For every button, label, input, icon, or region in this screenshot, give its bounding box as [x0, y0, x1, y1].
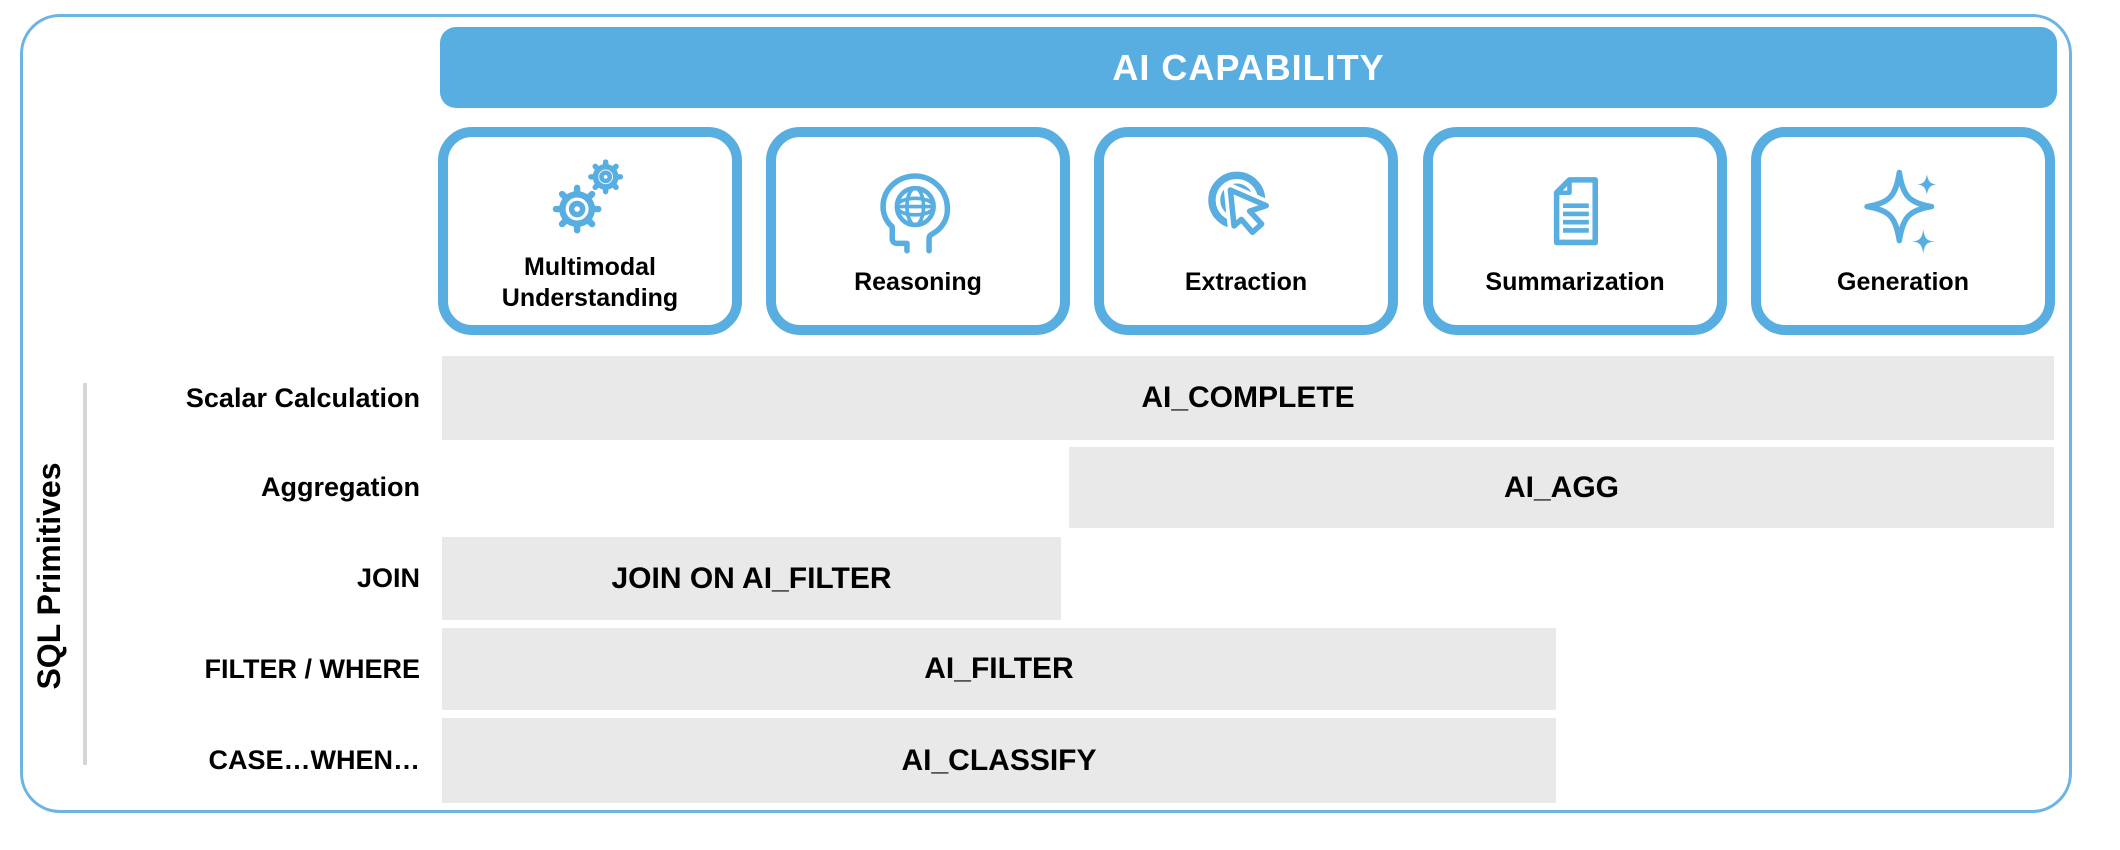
document-icon — [1529, 163, 1621, 259]
bar-ai-agg: AI_AGG — [1069, 447, 2054, 528]
gears-icon — [544, 148, 636, 244]
bar-ai-classify: AI_CLASSIFY — [442, 718, 1556, 803]
capability-label: Reasoning — [854, 268, 982, 297]
capability-card-extraction: Extraction — [1094, 127, 1398, 335]
bar-ai-filter: AI_FILTER — [442, 628, 1556, 710]
row-label-case-when: CASE…WHEN… — [208, 745, 420, 775]
sql-primitives-axis-label: SQL Primitives — [30, 462, 67, 690]
capability-card-generation: Generation — [1751, 127, 2055, 335]
row-label-aggregation: Aggregation — [261, 472, 420, 502]
capability-label: Generation — [1837, 268, 1969, 297]
ai-capability-header: AI CAPABILITY — [440, 27, 2057, 108]
row-label-scalar-calculation: Scalar Calculation — [185, 382, 420, 413]
row-label-join: JOIN — [356, 563, 420, 593]
cursor-click-icon — [1200, 163, 1292, 259]
bar-ai-complete: AI_COMPLETE — [442, 356, 2054, 440]
capability-card-reasoning: Reasoning — [766, 127, 1070, 335]
capability-card-multimodal-understanding: Multimodal Understanding — [438, 127, 742, 335]
capability-card-summarization: Summarization — [1423, 127, 1727, 335]
head-globe-icon — [872, 163, 964, 259]
capability-label: Extraction — [1184, 268, 1308, 297]
row-label-filter-where: FILTER / WHERE — [204, 653, 421, 684]
capability-label: Summarization — [1485, 268, 1665, 297]
bar-join-on-ai-filter: JOIN ON AI_FILTER — [442, 537, 1061, 620]
axis-rule — [83, 383, 87, 765]
ai-capability-title: AI CAPABILITY — [1112, 46, 1385, 88]
capability-label: Multimodal Understanding — [501, 252, 679, 312]
sparkles-icon — [1857, 163, 1949, 259]
